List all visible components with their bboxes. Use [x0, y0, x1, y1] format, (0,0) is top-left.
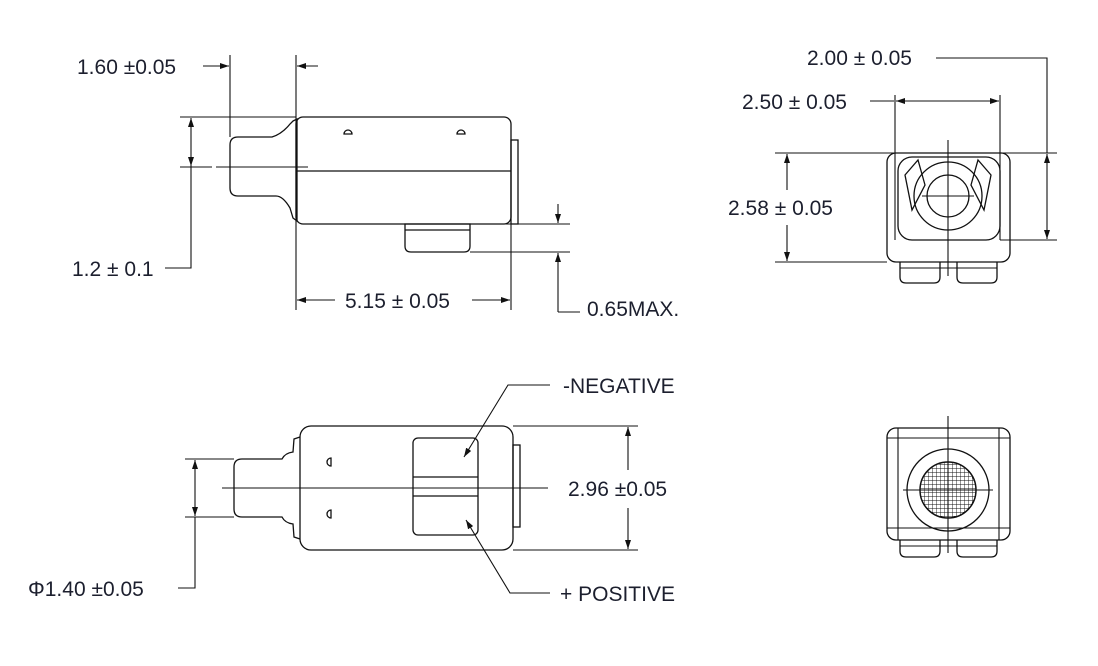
callout-negative: -NEGATIVE [563, 375, 675, 398]
dim-stub-diameter: Φ1.40 ±0.05 [28, 578, 144, 601]
dim-end-width-inner: 2.50 ± 0.05 [742, 91, 847, 114]
end-view-top: 2.00 ± 0.05 2.50 ± 0.05 2.58 ± 0.05 [728, 47, 1057, 284]
side-view-top: 1.60 ±0.05 1.2 ± 0.1 5.15 ± 0.05 0.65MAX… [72, 55, 679, 321]
callout-positive: + POSITIVE [560, 583, 675, 606]
side-view-bottom: 2.96 ±0.05 Φ1.40 ±0.05 -NEGATIVE + POSIT… [28, 375, 675, 606]
dim-end-height: 2.58 ± 0.05 [728, 197, 833, 220]
dim-contact-height: 0.65MAX. [587, 298, 679, 321]
dim-end-width-outer: 2.00 ± 0.05 [807, 47, 912, 70]
end-view-bottom [886, 416, 1011, 558]
dim-body-length: 5.15 ± 0.05 [345, 290, 450, 313]
dim-body-width: 2.96 ±0.05 [568, 478, 667, 501]
dim-stub-length: 1.60 ±0.05 [77, 56, 176, 79]
dim-stub-offset: 1.2 ± 0.1 [72, 258, 154, 281]
